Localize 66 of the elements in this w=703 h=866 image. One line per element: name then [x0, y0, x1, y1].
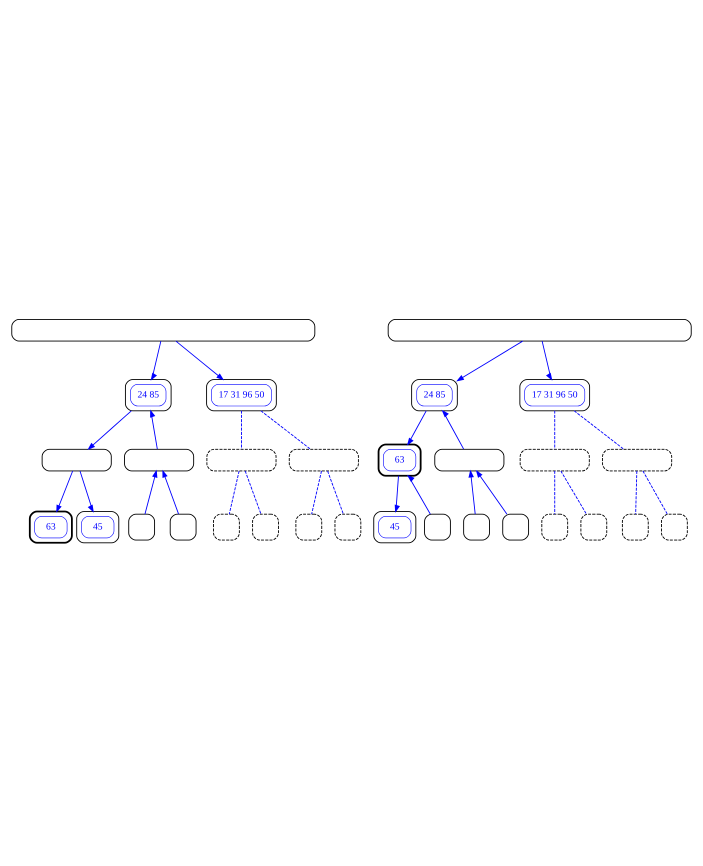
connector [574, 410, 624, 450]
connector [635, 470, 638, 514]
connector [642, 470, 668, 514]
node-box [463, 513, 490, 540]
cluster [411, 378, 458, 411]
arrow [87, 410, 132, 450]
cluster [373, 510, 416, 543]
node-box: 63 [34, 516, 68, 538]
node-box [434, 448, 504, 471]
node-box [334, 513, 362, 540]
arrow [175, 340, 224, 380]
node-box: 17 31 96 50 [524, 384, 586, 406]
node-box [11, 318, 316, 341]
node-box: 45 [378, 516, 412, 538]
node-box [424, 513, 451, 540]
arrow [442, 409, 464, 450]
arrow [56, 470, 74, 512]
connector [327, 470, 344, 514]
node-box [502, 513, 530, 540]
cluster [124, 378, 172, 411]
node-box [42, 448, 112, 471]
cluster [519, 378, 590, 411]
arrow [542, 340, 552, 380]
node-box [128, 513, 156, 540]
node-box: 24 85 [416, 384, 453, 406]
connector [554, 410, 556, 450]
arrow [150, 340, 162, 380]
connector [560, 470, 587, 514]
node-box [661, 513, 688, 540]
cluster [378, 443, 422, 476]
connector [260, 410, 311, 450]
connector [311, 470, 322, 514]
node-box [388, 318, 692, 341]
arrow [144, 469, 158, 514]
arrow [468, 469, 476, 514]
arrow [456, 340, 524, 381]
connector [554, 470, 556, 514]
node-box: 45 [81, 516, 114, 538]
cluster [76, 510, 120, 543]
arrow [162, 469, 180, 514]
arrow [406, 474, 431, 514]
arrow [476, 469, 508, 514]
node-box [206, 448, 276, 471]
node-box [124, 448, 194, 471]
arrow [406, 410, 427, 446]
arrow [150, 409, 158, 450]
node-box [541, 513, 568, 540]
node-box [580, 513, 608, 540]
node-box [520, 448, 590, 471]
node-box [252, 513, 279, 540]
node-box [170, 513, 197, 540]
cluster [28, 510, 73, 544]
connector [241, 410, 242, 450]
node-box: 17 31 96 50 [211, 384, 272, 406]
node-box [622, 513, 649, 540]
node-box [602, 448, 672, 471]
connector [244, 470, 262, 514]
connector [228, 470, 240, 514]
node-box [288, 448, 359, 471]
arrow [394, 474, 400, 512]
arrow [80, 470, 94, 512]
node-box [213, 513, 240, 540]
node-box: 24 85 [130, 384, 166, 406]
node-box: 63 [383, 448, 416, 471]
node-box [295, 513, 322, 540]
cluster [206, 378, 277, 411]
